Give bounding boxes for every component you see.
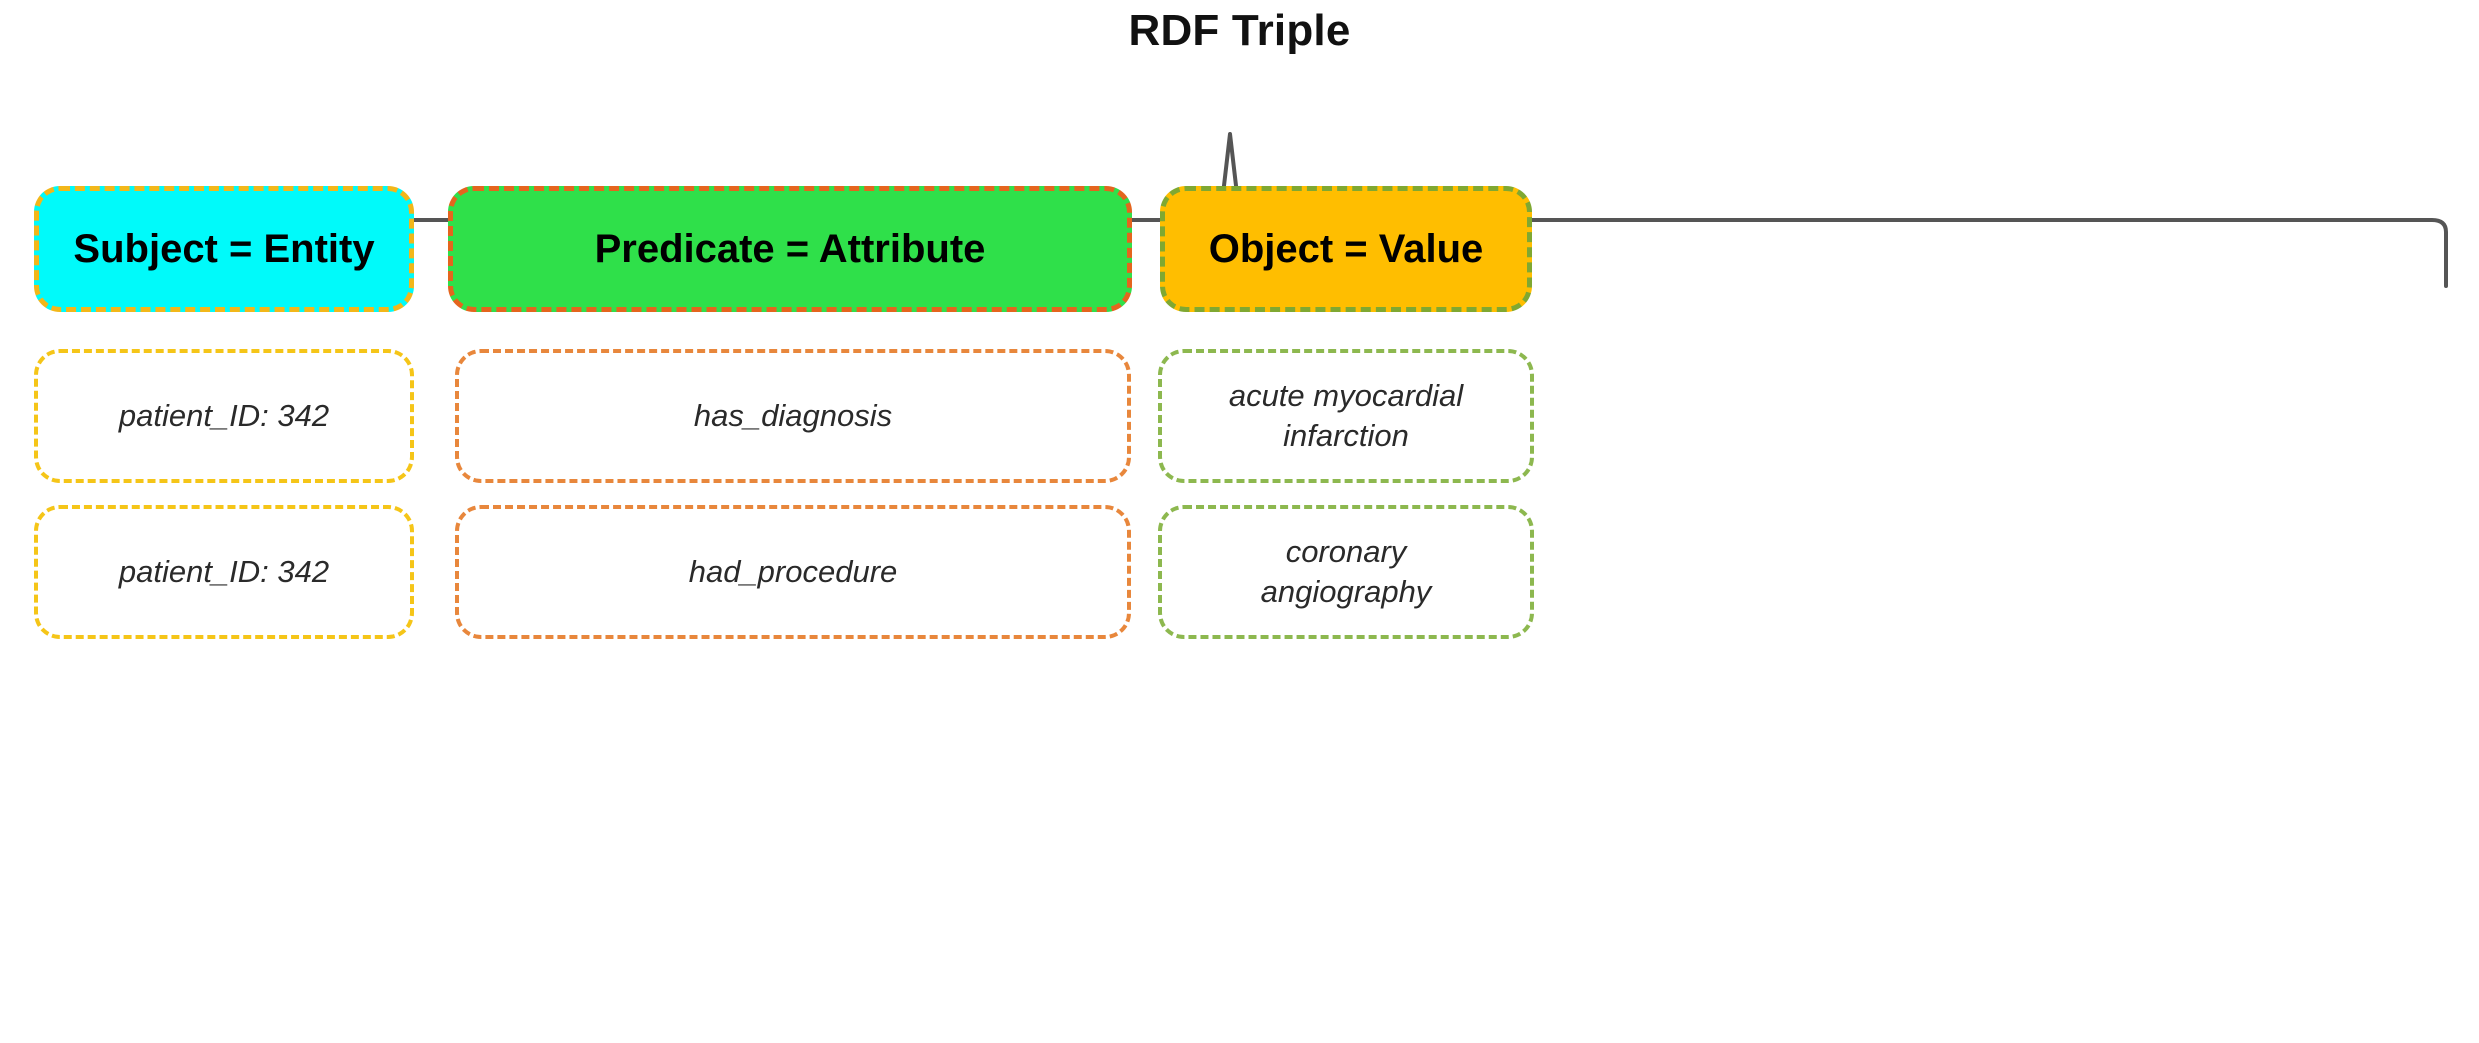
cell-subject-row1: patient_ID: 342 <box>34 349 414 483</box>
cell-subject-row2: patient_ID: 342 <box>34 505 414 639</box>
cell-text-wrapper: coronary angiography <box>1247 532 1446 611</box>
cell-text: had_procedure <box>688 554 898 590</box>
header-object: Object = Value <box>1160 186 1532 312</box>
cell-text-line1: coronary <box>1285 534 1407 570</box>
cell-text-line1: acute myocardial <box>1228 378 1464 414</box>
cell-text: has_diagnosis <box>693 398 893 434</box>
cell-text: patient_ID: 342 <box>118 554 330 590</box>
header-predicate: Predicate = Attribute <box>448 186 1132 312</box>
cell-text: patient_ID: 342 <box>118 398 330 434</box>
cell-text-line2: angiography <box>1260 574 1432 609</box>
cell-predicate-row2: had_procedure <box>455 505 1131 639</box>
cell-object-row2: coronary angiography <box>1158 505 1534 639</box>
cell-object-row1: acute myocardial infarction <box>1158 349 1534 483</box>
header-subject: Subject = Entity <box>34 186 414 312</box>
cell-predicate-row1: has_diagnosis <box>455 349 1131 483</box>
cell-text-line2: infarction <box>1283 418 1409 453</box>
cell-text-wrapper: acute myocardial infarction <box>1215 376 1477 455</box>
page-title: RDF Triple <box>1128 6 1351 55</box>
